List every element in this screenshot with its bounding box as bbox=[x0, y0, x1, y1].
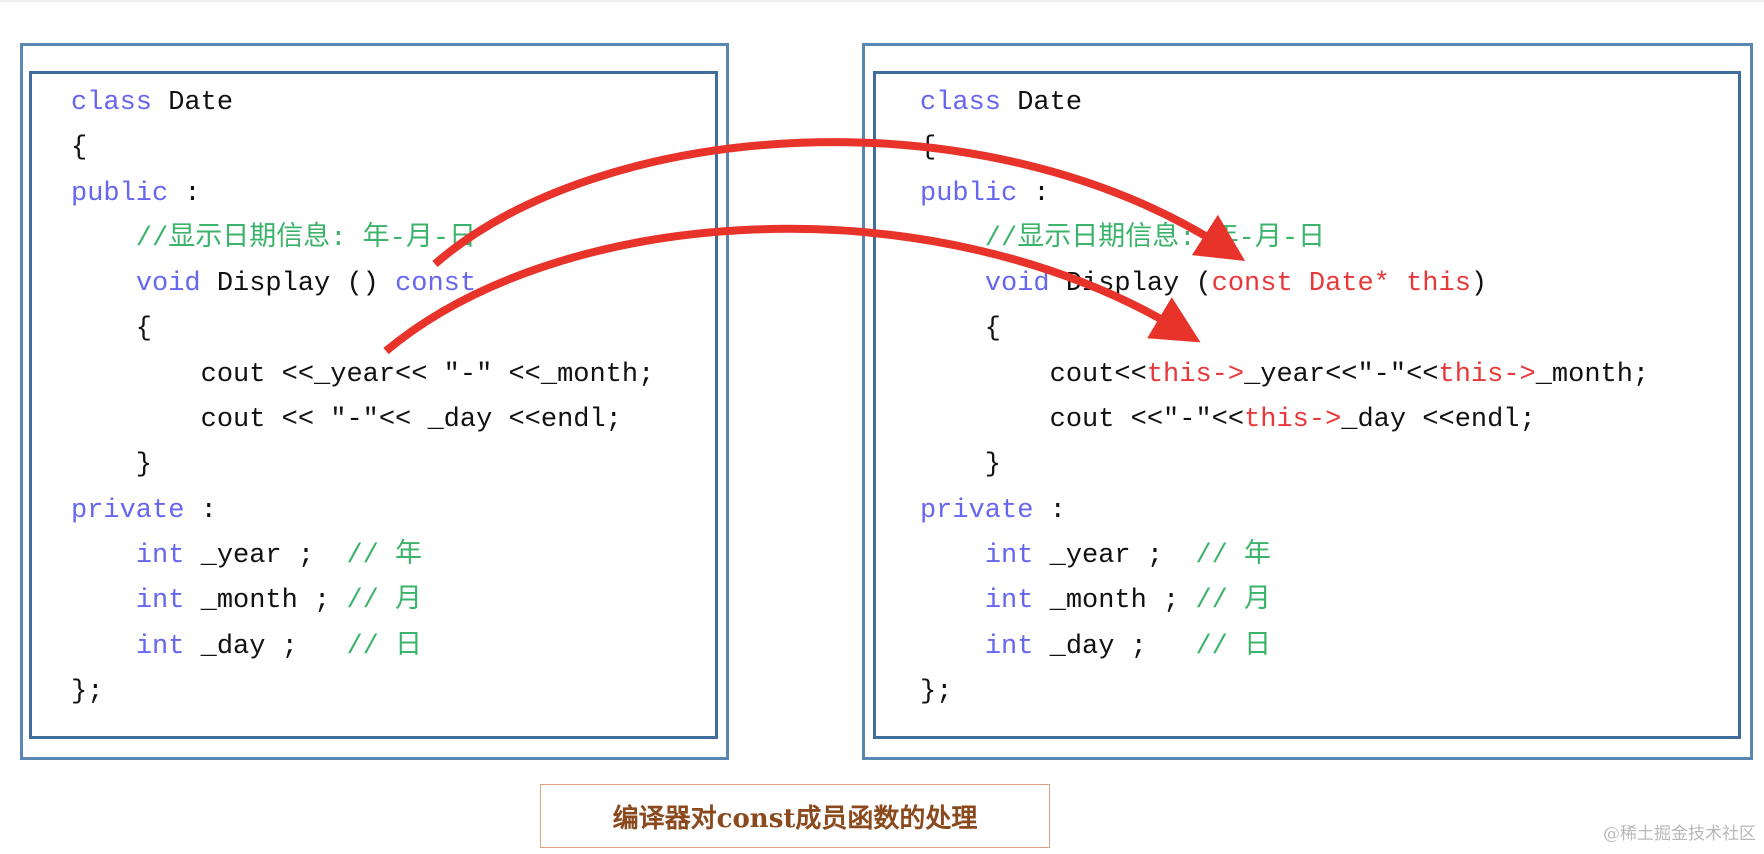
code-text: _year ; bbox=[1033, 540, 1196, 571]
code-line: int _month ; // 月 bbox=[71, 579, 654, 624]
code-line: }; bbox=[920, 670, 1649, 715]
code-line: void Display (const Date* this) bbox=[920, 262, 1649, 307]
compiled-code-block: class Date { public : //显示日期信息: 年-月-日 void… bbox=[920, 81, 1649, 715]
code-text: cout <<_year<< "-" <<_month; bbox=[71, 359, 655, 390]
code-comment: // 年 bbox=[1195, 540, 1272, 571]
code-text: _day ; bbox=[184, 631, 347, 662]
right-panel-outer-frame bbox=[862, 43, 1753, 760]
code-line: { bbox=[920, 307, 1649, 352]
code-text: : bbox=[1017, 178, 1050, 209]
code-text: { bbox=[920, 314, 1002, 345]
code-text: _month; bbox=[1535, 359, 1650, 390]
code-line: { bbox=[71, 307, 654, 352]
code-text: cout<< bbox=[920, 359, 1147, 390]
code-text: }; bbox=[71, 676, 104, 707]
code-line: cout <<_year<< "-" <<_month; bbox=[71, 353, 655, 398]
code-highlight: this-> bbox=[1244, 405, 1342, 436]
left-panel-outer-frame bbox=[20, 43, 729, 760]
code-keyword: void bbox=[984, 269, 1050, 300]
arrow-member-to-this-access bbox=[383, 224, 1201, 355]
code-line: class Date bbox=[71, 81, 654, 126]
code-keyword: int bbox=[984, 540, 1034, 571]
code-line: } bbox=[71, 443, 654, 488]
code-keyword: public bbox=[920, 178, 1018, 209]
code-text: Date bbox=[1001, 88, 1083, 118]
code-keyword: int bbox=[135, 631, 185, 662]
code-text: _day ; bbox=[1033, 631, 1196, 662]
code-line: int _day ; // 日 bbox=[71, 625, 654, 670]
code-text: { bbox=[71, 133, 88, 164]
code-highlight: const Date* this bbox=[1211, 269, 1471, 300]
code-text: cout << "-"<< _day <<endl; bbox=[71, 405, 622, 436]
code-keyword: private bbox=[71, 495, 185, 526]
code-comment: // 月 bbox=[346, 586, 423, 617]
code-line: class Date bbox=[920, 81, 1649, 126]
code-text: { bbox=[71, 314, 153, 345]
code-keyword: int bbox=[984, 631, 1034, 662]
code-highlight: this-> bbox=[1438, 359, 1536, 390]
code-comment: //显示日期信息: 年-月-日 bbox=[920, 223, 1326, 254]
code-line: void Display () const bbox=[71, 262, 654, 307]
code-text: } bbox=[71, 450, 153, 481]
code-line: int _month ; // 月 bbox=[920, 579, 1649, 624]
code-text: : bbox=[1033, 495, 1066, 526]
code-text: } bbox=[920, 450, 1002, 481]
code-line: public : bbox=[920, 172, 1649, 217]
code-line: cout<<this->_year<<"-"<<this->_month; bbox=[920, 353, 1650, 398]
watermark: @稀土掘金技术社区 bbox=[1603, 824, 1756, 844]
left-panel-inner-frame bbox=[29, 71, 718, 739]
top-divider bbox=[0, 0, 1764, 2]
code-text: : bbox=[168, 178, 201, 209]
code-keyword: private bbox=[920, 495, 1034, 526]
code-line: public : bbox=[71, 172, 654, 217]
code-line: }; bbox=[71, 670, 654, 715]
code-text: Date bbox=[152, 88, 234, 118]
code-text: _month ; bbox=[1033, 586, 1196, 617]
code-comment: // 年 bbox=[346, 540, 423, 571]
code-line: cout << "-"<< _day <<endl; bbox=[71, 398, 654, 443]
code-line: //显示日期信息: 年-月-日 bbox=[920, 217, 1649, 262]
code-keyword: int bbox=[135, 540, 185, 571]
code-keyword: class bbox=[71, 88, 153, 118]
code-text: _year ; bbox=[184, 540, 347, 571]
code-line: cout <<"-"<<this->_day <<endl; bbox=[920, 398, 1649, 443]
code-comment: // 月 bbox=[1195, 586, 1272, 617]
code-text: cout <<"-"<< bbox=[920, 405, 1245, 436]
code-text: : bbox=[184, 495, 217, 526]
right-panel-inner-frame bbox=[873, 71, 1741, 739]
code-line: } bbox=[920, 443, 1649, 488]
code-text: _day <<endl; bbox=[1341, 405, 1536, 436]
code-keyword: public bbox=[71, 178, 169, 209]
code-line: int _day ; // 日 bbox=[920, 625, 1649, 670]
code-keyword: class bbox=[920, 88, 1002, 118]
code-highlight: this-> bbox=[1146, 359, 1245, 390]
code-keyword: int bbox=[984, 586, 1034, 617]
code-keyword: void bbox=[135, 269, 201, 300]
code-text: Display () bbox=[200, 269, 396, 300]
code-comment: // 日 bbox=[1195, 631, 1272, 662]
code-line: private : bbox=[71, 489, 654, 534]
code-text: _month ; bbox=[184, 586, 347, 617]
code-text: ) bbox=[1470, 269, 1488, 300]
code-line: int _year ; // 年 bbox=[71, 534, 654, 579]
code-comment: // 日 bbox=[346, 631, 423, 662]
code-text: }; bbox=[920, 676, 953, 707]
caption-box: 编译器对const成员函数的处理 bbox=[540, 784, 1050, 848]
original-code-block: class Date{public : //显示日期信息: 年-月-日 void… bbox=[71, 81, 654, 715]
code-line: { bbox=[71, 126, 654, 171]
code-text: _year<<"-"<< bbox=[1244, 359, 1439, 390]
code-keyword: int bbox=[135, 586, 185, 617]
code-line: private : bbox=[920, 489, 1649, 534]
code-keyword: const bbox=[395, 269, 477, 300]
arrow-const-to-this-param bbox=[432, 138, 1246, 268]
code-line: int _year ; // 年 bbox=[920, 534, 1649, 579]
